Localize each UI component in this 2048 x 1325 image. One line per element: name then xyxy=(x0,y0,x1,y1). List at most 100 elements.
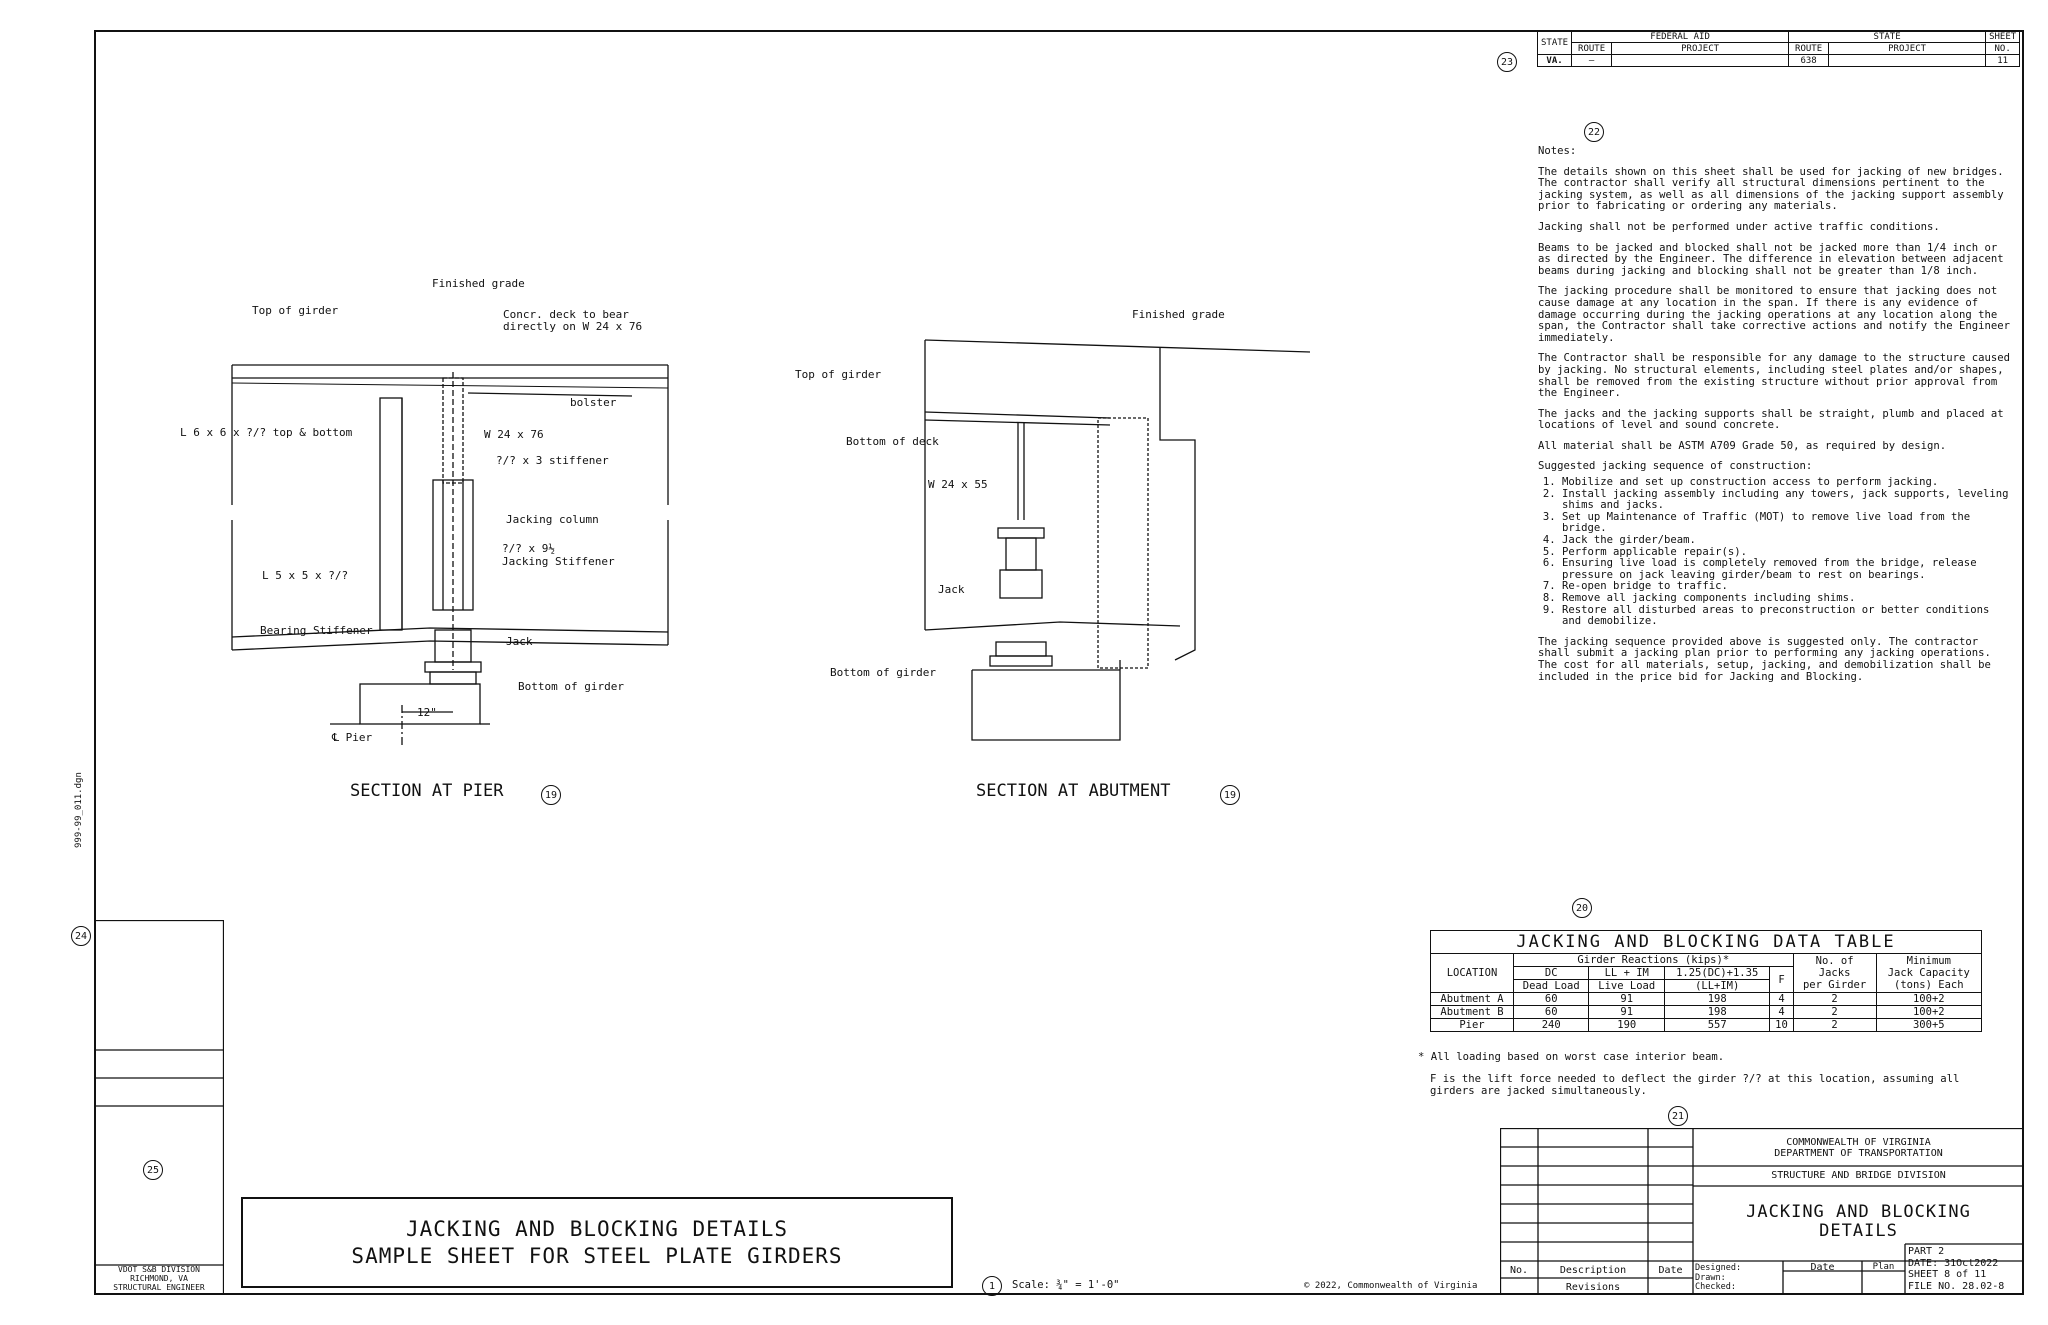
data-table-title: JACKING AND BLOCKING DATA TABLE xyxy=(1430,930,1982,954)
note-6: The jacks and the jacking supports shall… xyxy=(1538,407,2004,432)
pier-label-bottom-of-girder: Bottom of girder xyxy=(518,680,624,693)
pier-label-bearing-stiffener: Bearing Stiffener xyxy=(260,624,373,637)
abut-label-jack: Jack xyxy=(938,583,965,596)
col-ll: LL + IM xyxy=(1588,966,1665,980)
sheet-title-line-2: SAMPLE SHEET FOR STEEL PLATE GIRDERS xyxy=(351,1243,843,1268)
pier-label-top-of-girder: Top of girder xyxy=(252,304,338,317)
title-block-signoff: Designed:Drawn:Checked: xyxy=(1695,1263,1742,1292)
federal-aid-header: FEDERAL AID xyxy=(1571,30,1790,43)
sequence-step: Remove all jacking components including … xyxy=(1562,592,2013,605)
state-project-header: PROJECT xyxy=(1828,42,1987,55)
sheet-no-value: 11 xyxy=(1985,54,2021,67)
sequence-step: Restore all disturbed areas to preconstr… xyxy=(1562,604,2013,628)
note-4: The jacking procedure shall be monitored… xyxy=(1538,285,2010,344)
pier-label-w24x76: W 24 x 76 xyxy=(484,428,544,441)
title-block-plan-label: Plan xyxy=(1872,1262,1895,1272)
pier-label-cl-pier: ℄ Pier xyxy=(331,731,373,744)
project-header-table: STATE FEDERAL AID STATE SHEET ROUTE PROJ… xyxy=(1536,30,2021,67)
note-closing: The jacking sequence provided above is s… xyxy=(1538,635,1991,683)
callout-22: 22 xyxy=(1584,122,1604,142)
title-block-division: STRUCTURE AND BRIDGE DIVISION xyxy=(1771,1170,1946,1181)
section-drawings: Finished grade Top of girder Concr. deck… xyxy=(180,277,1311,801)
col-combo-sub: (LL+IM) xyxy=(1663,979,1771,993)
state-group-header: STATE xyxy=(1788,30,1987,43)
callout-19-abutment: 19 xyxy=(1220,785,1240,805)
abut-label-w24x55: W 24 x 55 xyxy=(928,478,988,491)
jacking-sequence-list: Mobilize and set up construction access … xyxy=(1538,476,2013,628)
abut-label-top-of-girder: Top of girder xyxy=(795,368,881,381)
title-block-col-no: No. xyxy=(1509,1265,1529,1276)
jacking-data-table: JACKING AND BLOCKING DATA TABLE LOCATION… xyxy=(1430,930,1983,1032)
pier-label-jacking-stiffener-1: ?/? x 9½ xyxy=(502,542,555,555)
abut-label-finished-grade: Finished grade xyxy=(1132,308,1225,321)
fed-route-value: — xyxy=(1571,54,1613,67)
pier-label-jack: Jack xyxy=(506,635,533,648)
title-block-revisions: Revisions xyxy=(1565,1282,1621,1293)
note-1: The details shown on this sheet shall be… xyxy=(1538,165,2004,213)
general-notes: Notes: The details shown on this sheet s… xyxy=(1538,145,2013,692)
sheet-no-header: NO. xyxy=(1985,42,2021,55)
state-project-value xyxy=(1828,54,1987,67)
col-combo: 1.25(DC)+1.35 xyxy=(1663,966,1771,980)
col-fl: F xyxy=(1769,966,1794,993)
sequence-step: Perform applicable repair(s). xyxy=(1562,546,2013,559)
data-table-footnote-1: * All loading based on worst case interi… xyxy=(1418,1051,1725,1063)
title-block-date-label: Date xyxy=(1810,1262,1835,1273)
callout-1: 1 xyxy=(982,1276,1002,1296)
sequence-step: Set up Maintenance of Traffic (MOT) to r… xyxy=(1562,511,2013,535)
abut-label-bottom-of-deck: Bottom of deck xyxy=(846,435,939,448)
sheet-header: SHEET xyxy=(1985,30,2021,43)
pier-label-jacking-stiffener-2: Jacking Stiffener xyxy=(502,555,615,568)
data-table-footnote-2: F is the lift force needed to deflect th… xyxy=(1430,1073,1960,1097)
sheet-title-box: JACKING AND BLOCKING DETAILS SAMPLE SHEE… xyxy=(241,1197,953,1288)
title-block-grid xyxy=(1500,1128,2024,1295)
sequence-step: Re-open bridge to traffic. xyxy=(1562,581,2013,593)
pier-label-jacking-column: Jacking column xyxy=(506,513,599,526)
state-header: STATE xyxy=(1536,30,1573,55)
pier-label-stiffener: ?/? x 3 stiffener xyxy=(496,454,609,467)
sequence-step: Mobilize and set up construction access … xyxy=(1562,476,2013,489)
note-2: Jacking shall not be performed under act… xyxy=(1538,220,1940,233)
sequence-step: Install jacking assembly including any t… xyxy=(1562,488,2013,512)
left-strip-block xyxy=(94,920,224,1295)
note-8: Suggested jacking sequence of constructi… xyxy=(1538,460,1813,473)
title-block-col-date: Date xyxy=(1658,1265,1683,1276)
fed-project-value xyxy=(1611,54,1790,67)
abut-label-bottom-of-girder: Bottom of girder xyxy=(830,666,936,679)
col-ll-sub: Live Load xyxy=(1588,979,1665,993)
pier-label-angle-5: L 5 x 5 x ?/? xyxy=(262,569,348,582)
callout-21: 21 xyxy=(1668,1106,1688,1126)
title-block-col-description: Description xyxy=(1559,1265,1627,1276)
callout-23: 23 xyxy=(1497,52,1517,72)
sequence-step: Jack the girder/beam. xyxy=(1562,534,2013,547)
pier-label-deck-note-1: Concr. deck to bear xyxy=(503,308,629,321)
pier-label-finished-grade: Finished grade xyxy=(432,277,525,290)
state-value: VA. xyxy=(1536,54,1573,67)
callout-20: 20 xyxy=(1572,898,1592,918)
sequence-step: Ensuring live load is completely removed… xyxy=(1562,557,2013,581)
callout-24: 24 xyxy=(71,926,91,946)
callout-25: 25 xyxy=(143,1160,163,1180)
sheet-title-line-1: JACKING AND BLOCKING DETAILS xyxy=(405,1216,788,1241)
pier-label-deck-note-2: directly on W 24 x 76 xyxy=(503,320,642,333)
col-dc: DC xyxy=(1512,966,1590,980)
callout-19-pier: 19 xyxy=(541,785,561,805)
note-7: All material shall be ASTM A709 Grade 50… xyxy=(1538,439,1947,452)
copyright-label: © 2022, Commonwealth of Virginia xyxy=(1304,1281,1478,1291)
pier-label-bolster: bolster xyxy=(570,396,617,409)
pier-label-angle: L 6 x 6 x ?/? top & bottom xyxy=(180,426,353,439)
pier-label-12in: 12" xyxy=(417,706,437,719)
state-route-header: ROUTE xyxy=(1788,42,1830,55)
note-3: Beams to be jacked and blocked shall not… xyxy=(1538,241,2004,277)
state-route-value: 638 xyxy=(1788,54,1830,67)
note-5: The Contractor shall be responsible for … xyxy=(1538,352,2010,400)
col-girder-reactions: Girder Reactions (kips)* xyxy=(1512,953,1794,967)
